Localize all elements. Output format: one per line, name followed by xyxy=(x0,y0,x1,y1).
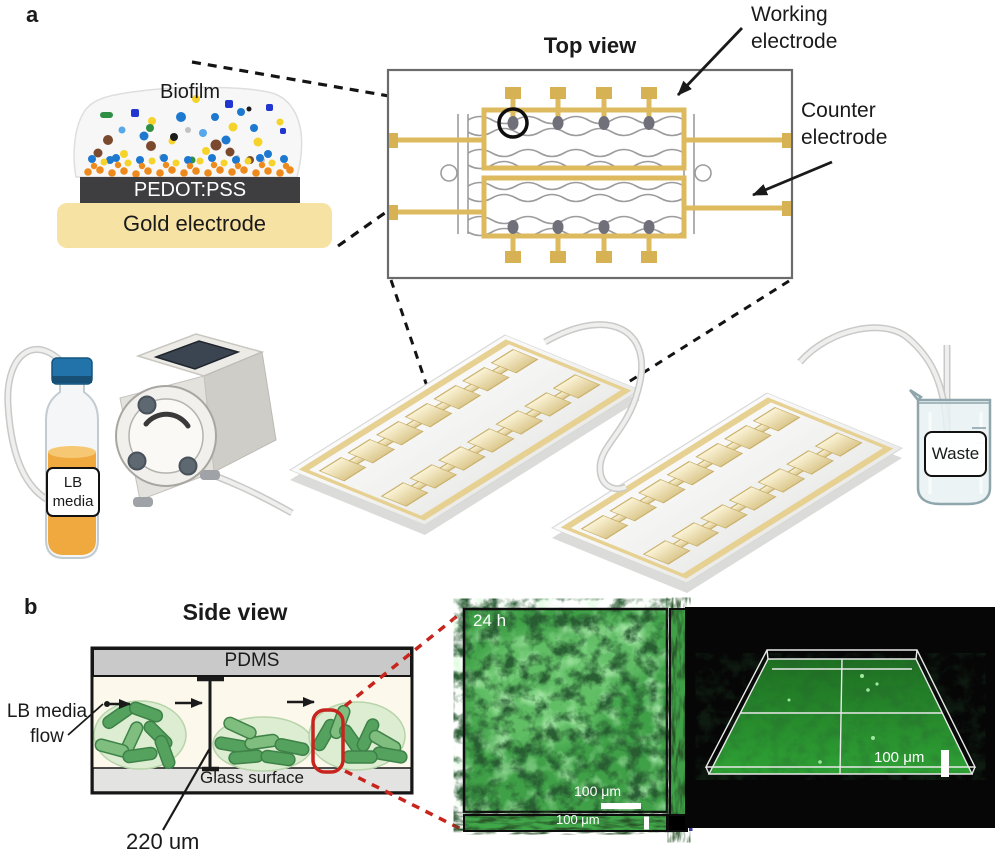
lb-media-liquid xyxy=(48,452,96,555)
scalebar-xz xyxy=(644,816,649,830)
annotation-arrows xyxy=(676,27,833,197)
roi-connector-lines xyxy=(343,611,463,831)
pump-rotor xyxy=(115,385,217,487)
roi-highlight-box xyxy=(311,708,345,774)
flow-arrows xyxy=(104,697,315,709)
pump-screen xyxy=(153,340,241,370)
confocal-image xyxy=(462,607,693,832)
inlet-port xyxy=(440,164,458,182)
scalebar-main xyxy=(601,803,641,809)
biofilm-stack-schematic xyxy=(57,86,332,248)
pedot-layer xyxy=(80,177,300,203)
pdms-layer xyxy=(92,648,412,677)
biofilm-cluster-1 xyxy=(93,700,187,770)
height-pointer-line xyxy=(162,747,211,831)
waste-beaker xyxy=(909,388,992,506)
gold-electrode-layer xyxy=(57,203,332,248)
top-view-schematic xyxy=(386,68,794,280)
outlet-port xyxy=(694,164,712,182)
gold-traces xyxy=(396,96,784,253)
working-electrode-arrow xyxy=(676,27,744,96)
side-view-schematic xyxy=(67,646,414,831)
tubing-top xyxy=(543,321,951,493)
channel-height-measure xyxy=(197,676,224,772)
volume-wireframe xyxy=(704,649,977,775)
chip-2 xyxy=(550,392,904,594)
scalebar-3d xyxy=(941,750,949,777)
volume-render xyxy=(685,607,995,828)
biofilm-cells-dots xyxy=(84,95,294,178)
chip-1 xyxy=(288,334,642,536)
counter-electrode-arrow xyxy=(752,160,833,197)
biofilm-cluster-2 xyxy=(212,716,314,772)
gold-contact-pads xyxy=(389,87,791,263)
zoom-highlight-circle xyxy=(497,107,529,139)
working-electrode-dots xyxy=(507,116,655,234)
biofilm-cluster-3 xyxy=(308,701,408,771)
media-bottle xyxy=(45,357,99,559)
flow-pointer-line xyxy=(67,703,104,736)
peristaltic-pump xyxy=(115,333,277,507)
